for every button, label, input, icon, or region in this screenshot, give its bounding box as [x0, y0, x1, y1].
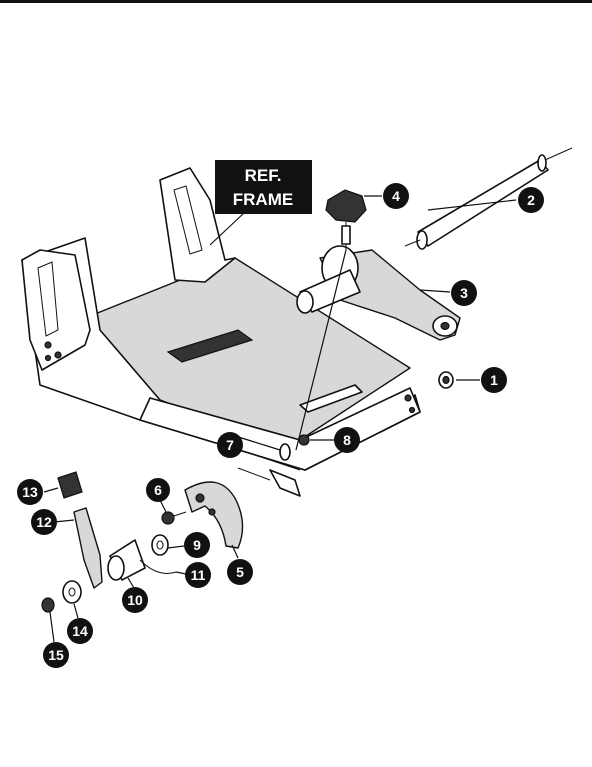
- lever-part-12: [73, 507, 103, 589]
- callout-4: 4: [383, 183, 409, 209]
- callout-10: 10: [122, 587, 148, 613]
- callout-5-text: 5: [236, 564, 244, 580]
- callout-14: 14: [67, 618, 93, 644]
- leader-lines: [43, 195, 517, 643]
- spacer-part-10: [107, 539, 146, 581]
- roller-shaft-part-2: [404, 147, 573, 250]
- ref-label-line2: FRAME: [233, 190, 293, 209]
- callout-6: 6: [146, 478, 170, 502]
- washer-part-14: [62, 580, 82, 604]
- callout-7: 7: [217, 432, 243, 458]
- callout-8-text: 8: [343, 432, 351, 448]
- ref-frame-label: REF. FRAME: [215, 160, 312, 214]
- screw-part-6: [161, 511, 187, 525]
- callout-1-text: 1: [490, 372, 498, 388]
- knob-part-4: [325, 189, 367, 250]
- ref-label-line1: REF.: [245, 166, 282, 185]
- callout-11-text: 11: [191, 567, 206, 583]
- callout-9: 9: [184, 532, 210, 558]
- pad-part-13: [57, 471, 83, 499]
- callout-10-text: 10: [127, 592, 143, 608]
- callout-2-text: 2: [527, 192, 535, 208]
- callout-3-text: 3: [460, 285, 468, 301]
- callout-9-text: 9: [193, 537, 201, 553]
- callout-5: 5: [227, 559, 253, 585]
- spring-part-11: [139, 559, 177, 574]
- nut-part-15: [41, 597, 55, 613]
- top-border-line: [0, 0, 592, 3]
- callout-15: 15: [43, 642, 69, 668]
- callout-4-text: 4: [392, 188, 400, 204]
- callout-14-text: 14: [72, 623, 88, 639]
- nut-part-8: [298, 434, 310, 446]
- callout-12: 12: [31, 509, 57, 535]
- callout-11: 11: [185, 562, 211, 588]
- callout-8: 8: [334, 427, 360, 453]
- callout-13-text: 13: [22, 484, 38, 500]
- gear-sector-part-5: [184, 481, 244, 549]
- callout-7-text: 7: [226, 437, 234, 453]
- arm-assembly-part-3: [296, 245, 461, 341]
- washer-part-7: [279, 443, 291, 461]
- callout-2: 2: [518, 187, 544, 213]
- callout-3: 3: [451, 280, 477, 306]
- callout-13: 13: [17, 479, 43, 505]
- callout-15-text: 15: [48, 647, 64, 663]
- washer-part-9: [151, 534, 169, 556]
- nut-part-1: [438, 371, 454, 389]
- callout-6-text: 6: [154, 482, 162, 498]
- callout-12-text: 12: [36, 514, 52, 530]
- callout-1: 1: [481, 367, 507, 393]
